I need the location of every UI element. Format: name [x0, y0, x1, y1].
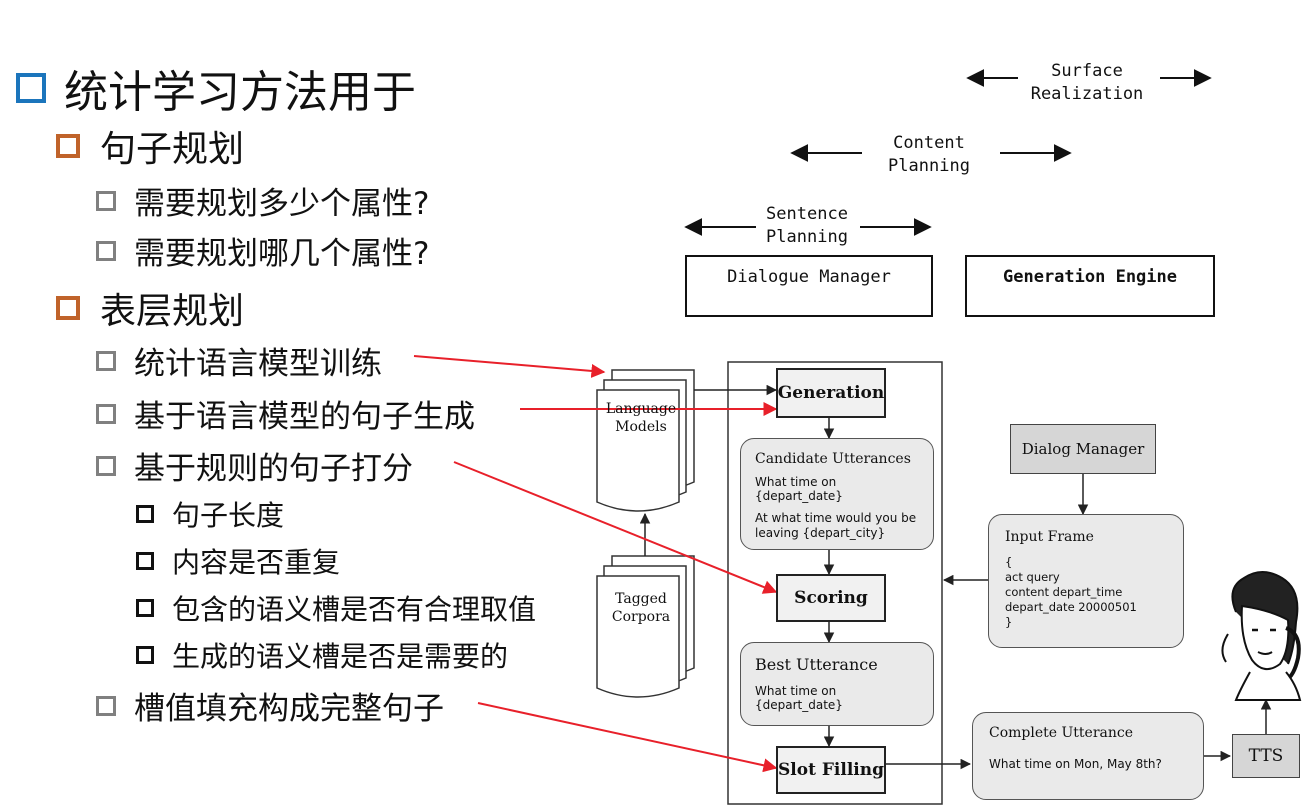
- pipeline-frame: [727, 361, 943, 805]
- surface-planning-item: 基于规则的句子打分: [96, 443, 413, 488]
- person-on-phone-icon: [1221, 571, 1302, 701]
- item-text: 统计语言模型训练: [134, 346, 382, 382]
- item-text: 需要规划多少个属性?: [134, 186, 430, 222]
- input-frame-title: Input Frame: [1005, 529, 1094, 545]
- complete-line: What time on Mon, May 8th?: [989, 757, 1162, 771]
- dialogue-manager-box: [685, 255, 933, 317]
- surface-planning-item: 槽值填充构成完整句子: [96, 683, 444, 728]
- complete-title: Complete Utterance: [989, 725, 1134, 741]
- candidate-title: Candidate Utterances: [755, 451, 911, 467]
- orange-square-bullet-icon: [56, 134, 80, 158]
- sentence-planning-item: 需要规划多少个属性?: [96, 178, 429, 223]
- slot-filling-box: Slot Filling: [776, 746, 886, 794]
- gray-square-bullet-icon: [96, 455, 116, 476]
- item-text: 包含的语义槽是否有合理取值: [172, 593, 537, 626]
- scoring-criterion: 包含的语义槽是否有合理取值: [136, 588, 536, 628]
- scoring-criterion: 句子长度: [136, 494, 284, 534]
- item-text: 需要规划哪几个属性?: [134, 236, 430, 272]
- language-models-stack: [596, 369, 695, 512]
- black-square-bullet-icon: [136, 552, 154, 570]
- item-text: 内容是否重复: [172, 546, 341, 579]
- surface-planning-item: 统计语言模型训练: [96, 338, 382, 383]
- tagged-corpora-label: Tagged Corpora: [611, 591, 671, 625]
- generation-box: Generation: [776, 368, 886, 418]
- best-line: What time on {depart_date}: [755, 684, 843, 712]
- item-text: 句子长度: [172, 499, 285, 532]
- input-frame-content: { act query content depart_time depart_d…: [1005, 555, 1137, 629]
- generation-label: Generation: [777, 383, 885, 403]
- dialogue-manager-label: Dialogue Manager: [727, 267, 891, 287]
- outline-title: 统计学习方法用于: [16, 56, 416, 120]
- dialog-manager-label: Dialog Manager: [1021, 440, 1145, 458]
- orange-square-bullet-icon: [56, 296, 80, 320]
- language-models-label: Language Models: [605, 401, 677, 435]
- surface-planning-label: 表层规划: [100, 291, 245, 332]
- best-title: Best Utterance: [755, 655, 878, 674]
- gray-square-bullet-icon: [96, 350, 116, 371]
- candidate-line: What time on {depart_date}: [755, 475, 843, 503]
- gray-square-bullet-icon: [96, 190, 116, 211]
- slot-filling-label: Slot Filling: [778, 760, 884, 780]
- sentence-planning-label: 句子规划: [100, 129, 245, 170]
- best-utterance-box: Best Utterance What time on {depart_date…: [740, 642, 934, 726]
- tts-label: TTS: [1248, 746, 1284, 766]
- item-text: 槽值填充构成完整句子: [134, 691, 444, 727]
- surface-planning-item: 基于语言模型的句子生成: [96, 391, 475, 436]
- candidate-line: At what time would you be leaving {depar…: [755, 511, 917, 540]
- gray-square-bullet-icon: [96, 695, 116, 716]
- dialog-manager-box: Dialog Manager: [1010, 424, 1156, 474]
- scoring-box: Scoring: [776, 574, 886, 622]
- surface-realization-label: Surface Realization: [1030, 61, 1144, 104]
- scoring-criterion: 内容是否重复: [136, 541, 340, 581]
- surface-planning-heading: 表层规划: [56, 282, 244, 334]
- generation-engine-box: [965, 255, 1215, 317]
- input-frame-box: Input Frame { act query content depart_t…: [988, 514, 1184, 648]
- black-square-bullet-icon: [136, 505, 154, 523]
- generation-engine-label: Generation Engine: [1003, 267, 1177, 287]
- scoring-label: Scoring: [794, 588, 868, 608]
- sentence-planning-item: 需要规划哪几个属性?: [96, 228, 429, 273]
- item-text: 生成的语义槽是否是需要的: [172, 640, 509, 673]
- black-square-bullet-icon: [136, 646, 154, 664]
- content-planning-label: Content Planning: [888, 133, 970, 176]
- blue-square-bullet-icon: [16, 73, 46, 103]
- outline-title-text: 统计学习方法用于: [64, 67, 416, 118]
- complete-utterance-box: Complete Utterance What time on Mon, May…: [972, 712, 1204, 800]
- gray-square-bullet-icon: [96, 403, 116, 424]
- tts-box: TTS: [1232, 734, 1300, 778]
- red-annotation-arrows: [413, 355, 778, 773]
- sentence-planning-label: Sentence Planning: [766, 204, 848, 247]
- black-square-bullet-icon: [136, 599, 154, 617]
- item-text: 基于语言模型的句子生成: [134, 399, 475, 435]
- item-text: 基于规则的句子打分: [134, 451, 413, 487]
- candidate-utterances-box: Candidate Utterances What time on {depar…: [740, 438, 934, 550]
- gray-square-bullet-icon: [96, 240, 116, 261]
- tagged-corpora-stack: [596, 555, 695, 698]
- scoring-criterion: 生成的语义槽是否是需要的: [136, 635, 508, 675]
- sentence-planning-heading: 句子规划: [56, 120, 244, 172]
